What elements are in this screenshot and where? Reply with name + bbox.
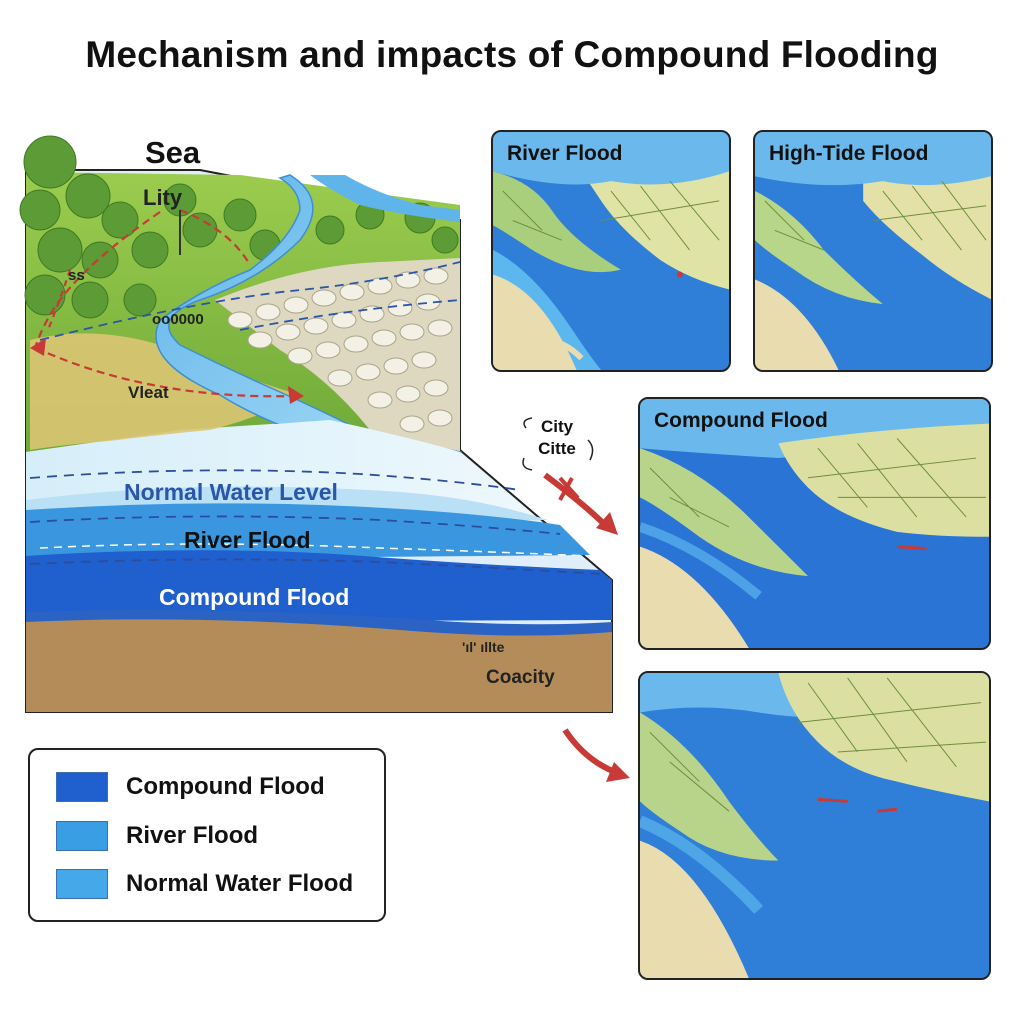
- page-title: Mechanism and impacts of Compound Floodi…: [85, 34, 939, 75]
- compound-impact-map: [640, 673, 989, 978]
- lower-mark-label: Vleat: [128, 383, 169, 402]
- city-label: Lity: [143, 185, 183, 210]
- legend-item-normal-water-flood: Normal Water Flood: [56, 869, 353, 899]
- coastal-city-label: Coacity: [486, 667, 555, 688]
- compound-flood-layer-label: Compound Flood: [159, 584, 349, 610]
- map-panel-compound-impact: [638, 671, 991, 980]
- legend-swatch-compound-flood: [56, 772, 108, 802]
- map-title-compound-flood: Compound Flood: [654, 409, 828, 432]
- map-panel-compound-flood: Compound Flood: [638, 397, 991, 650]
- legend: Compound Flood River Flood Normal Water …: [28, 748, 386, 922]
- legend-swatch-normal-water-flood: [56, 869, 108, 899]
- map-title-river-flood: River Flood: [507, 142, 623, 165]
- legend-swatch-river-flood: [56, 821, 108, 851]
- sea-label: Sea: [145, 135, 201, 170]
- compound-flood-map: [640, 399, 989, 648]
- city-callout-line2: Citte: [538, 439, 576, 458]
- bottom-mark-label: 'ıl' ıllte: [462, 639, 505, 655]
- river-flood-map: [493, 132, 729, 370]
- legend-label: River Flood: [126, 822, 259, 849]
- legend-item-compound-flood: Compound Flood: [56, 772, 325, 802]
- river-mark-label: oo0000: [152, 311, 204, 328]
- map-title-high-tide-flood: High-Tide Flood: [769, 142, 929, 165]
- legend-item-river-flood: River Flood: [56, 821, 258, 851]
- map-panel-river-flood: River Flood: [491, 130, 731, 372]
- map-panel-high-tide-flood: High-Tide Flood: [753, 130, 993, 372]
- legend-label: Normal Water Flood: [126, 870, 354, 897]
- high-tide-flood-map: [755, 132, 991, 370]
- flood-block-diagram: Sea Lity oo0000 ss Vleat Normal Water Le…: [19, 135, 613, 713]
- legend-label: Compound Flood: [126, 773, 325, 800]
- river-flood-layer-label: River Flood: [184, 527, 311, 553]
- city-callout-line1: City: [540, 417, 574, 436]
- side-mark-label: ss: [68, 267, 85, 284]
- normal-water-level-label: Normal Water Level: [124, 479, 338, 505]
- flow-arrows: [34, 208, 297, 398]
- stone-field: [227, 267, 453, 433]
- city-callout: City Citte: [520, 416, 594, 468]
